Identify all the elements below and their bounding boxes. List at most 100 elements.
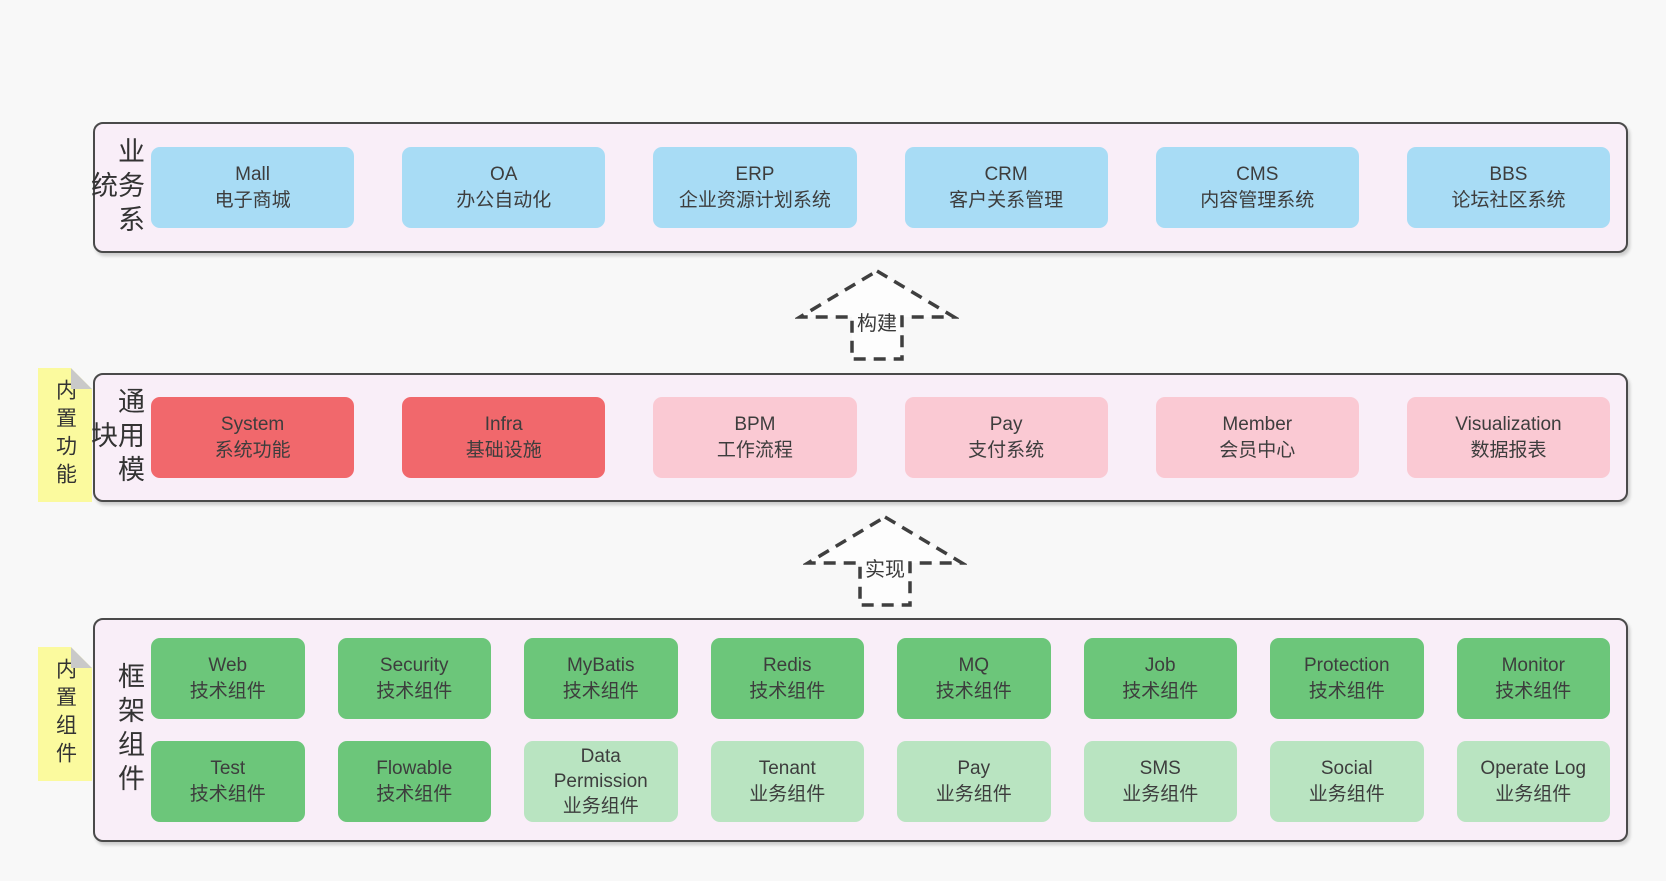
box-title: MyBatis <box>566 655 635 677</box>
band-rows: Mall 电子商城 OA 办公自动化 ERP 企业资源计划系统 CRM 客户关系管理 CMS 内容… <box>142 147 1626 228</box>
arrow-up-implement: 实现 <box>803 514 967 608</box>
box-title: MQ <box>958 655 990 677</box>
component-box-member: Member 会员中心 <box>1155 397 1359 478</box>
component-box-erp: ERP 企业资源计划系统 <box>653 147 857 228</box>
box-title: BBS <box>1489 164 1528 186</box>
component-box-operate-log: Operate Log 业务组件 <box>1456 741 1610 822</box>
box-title: Job <box>1144 655 1176 677</box>
box-subtitle: 电子商城 <box>214 189 291 211</box>
box-subtitle: 办公自动化 <box>456 189 552 211</box>
box-title: ERP <box>735 164 775 186</box>
box-title: Pay <box>957 758 991 780</box>
arrow-label-implement: 实现 <box>862 552 908 583</box>
box-title: Tenant <box>758 758 816 780</box>
component-box-social: Social 业务组件 <box>1270 741 1424 822</box>
component-box-pay: Pay 业务组件 <box>897 741 1051 822</box>
box-title: Member <box>1222 414 1293 436</box>
box-subtitle: 数据报表 <box>1470 439 1547 461</box>
box-title: Redis <box>762 655 812 677</box>
box-subtitle: 业务组件 <box>935 783 1012 805</box>
box-subtitle: 技术组件 <box>1495 680 1572 702</box>
box-subtitle: 工作流程 <box>716 439 793 461</box>
box-subtitle: 业务组件 <box>1495 783 1572 805</box>
box-title: OA <box>490 164 518 186</box>
box-subtitle: 业务组件 <box>562 796 639 818</box>
component-box-mall: Mall 电子商城 <box>151 147 355 228</box>
box-subtitle: 系统功能 <box>214 439 291 461</box>
sticky-note-text: 内置功能 <box>53 379 77 491</box>
box-title: SMS <box>1139 758 1181 780</box>
band-side-label: 通用模块 <box>87 386 144 489</box>
box-subtitle: 技术组件 <box>1122 680 1199 702</box>
box-title: Infra <box>484 414 523 436</box>
sticky-note-builtin-components: 内置组件 <box>38 647 92 781</box>
component-box-monitor: Monitor 技术组件 <box>1456 638 1610 719</box>
band-business-systems: 业务系统 Mall 电子商城 OA 办公自动化 ERP 企业资源计划系统 CRM 客户关系管理… <box>87 122 1628 253</box>
component-box-system: System 系统功能 <box>151 397 355 478</box>
box-title: Flowable <box>376 758 453 780</box>
component-box-mq: MQ 技术组件 <box>897 638 1051 719</box>
box-title: CMS <box>1236 164 1279 186</box>
box-title: Security <box>379 655 449 677</box>
band-side-label: 框架组件 <box>114 662 144 798</box>
box-subtitle: 技术组件 <box>562 680 639 702</box>
component-box-bbs: BBS 论坛社区系统 <box>1406 147 1611 228</box>
box-subtitle: 客户关系管理 <box>949 189 1064 211</box>
component-box-security: Security 技术组件 <box>337 638 491 719</box>
box-subtitle: 支付系统 <box>968 439 1045 461</box>
box-subtitle: 业务组件 <box>749 783 826 805</box>
box-subtitle: 内容管理系统 <box>1200 189 1315 211</box>
folded-corner-icon <box>71 368 92 389</box>
box-title: BPM <box>734 414 776 436</box>
component-box-redis: Redis 技术组件 <box>710 638 864 719</box>
box-subtitle: 技术组件 <box>376 783 453 805</box>
box-title: Test <box>210 758 246 780</box>
box-subtitle: 技术组件 <box>935 680 1012 702</box>
component-box-oa: OA 办公自动化 <box>402 147 606 228</box>
component-box-tenant: Tenant 业务组件 <box>710 741 864 822</box>
box-subtitle: 业务组件 <box>1308 783 1385 805</box>
folded-corner-icon <box>71 647 92 668</box>
box-subtitle: 技术组件 <box>1308 680 1385 702</box>
box-title: Protection <box>1303 655 1390 677</box>
component-box-bpm: BPM 工作流程 <box>653 397 857 478</box>
component-box-web: Web 技术组件 <box>151 638 305 719</box>
box-title: Operate Log <box>1480 758 1587 780</box>
box-title: Monitor <box>1501 655 1565 677</box>
band-row: Mall 电子商城 OA 办公自动化 ERP 企业资源计划系统 CRM 客户关系管理 CMS 内容… <box>151 147 1611 228</box>
component-box-crm: CRM 客户关系管理 <box>904 147 1108 228</box>
box-title: Web <box>208 655 248 677</box>
component-box-data-permission: Data Permission 业务组件 <box>524 741 678 822</box>
box-title: Mall <box>235 164 270 186</box>
box-subtitle: 技术组件 <box>376 680 453 702</box>
arrow-up-build: 构建 <box>795 268 959 362</box>
box-subtitle: 技术组件 <box>189 783 266 805</box>
component-box-flowable: Flowable 技术组件 <box>337 741 491 822</box>
box-title: CRM <box>984 164 1028 186</box>
box-subtitle: 技术组件 <box>189 680 266 702</box>
box-subtitle: 企业资源计划系统 <box>678 189 831 211</box>
sticky-note-builtin-features: 内置功能 <box>38 368 92 502</box>
box-title: Data Permission <box>553 745 648 792</box>
component-box-job: Job 技术组件 <box>1083 638 1237 719</box>
component-box-test: Test 技术组件 <box>151 741 305 822</box>
band-side-label: 业务系统 <box>87 136 144 239</box>
box-title: Social <box>1320 758 1373 780</box>
box-subtitle: 技术组件 <box>749 680 826 702</box>
arrow-label-build: 构建 <box>854 306 900 337</box>
box-subtitle: 会员中心 <box>1219 439 1296 461</box>
box-title: System <box>220 414 285 436</box>
component-box-mybatis: MyBatis 技术组件 <box>524 638 678 719</box>
box-subtitle: 论坛社区系统 <box>1451 189 1566 211</box>
